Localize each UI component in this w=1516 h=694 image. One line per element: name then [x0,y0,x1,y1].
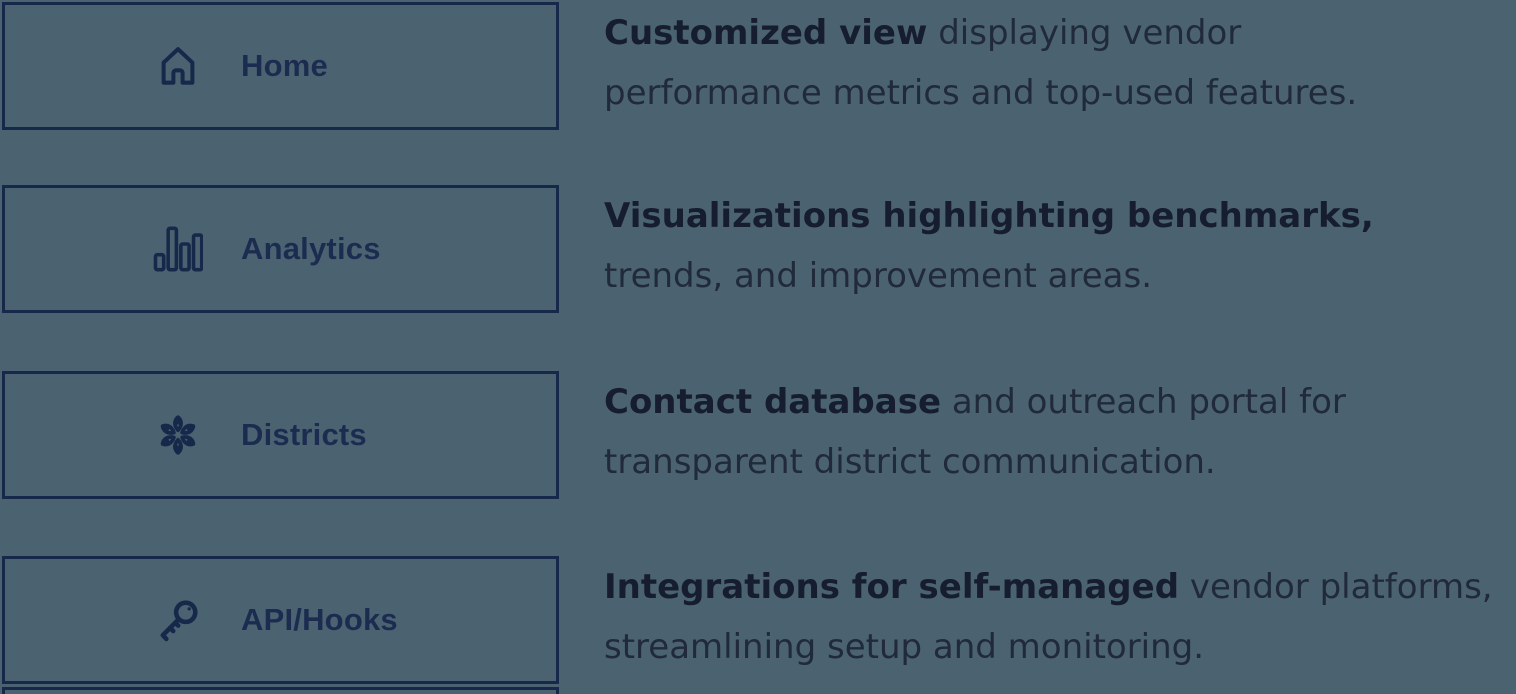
key-icon [151,593,205,647]
description-bold-text: Visualizations highlighting benchmarks, [604,196,1374,236]
description-text-line2: trends, and improvement areas. [604,256,1153,296]
feature-row-analytics: Analytics Visualizations highlighting be… [0,185,1516,313]
description-text: vendor platforms, [1179,567,1493,607]
description-text: displaying vendor [927,13,1242,53]
bar-chart-icon [151,222,205,276]
feature-description: Customized view displaying vendor perfor… [604,3,1504,123]
feature-row-api-hooks: API/Hooks Integrations for self-managed … [0,556,1516,684]
sidebar-item-home[interactable]: Home [2,2,559,130]
sidebar-item-api-hooks[interactable]: API/Hooks [2,556,559,684]
description-text-line2: streamlining setup and monitoring. [604,627,1205,667]
home-icon [151,39,205,93]
feature-row-home: Home Customized view displaying vendor p… [0,2,1516,130]
sidebar-item-label: Analytics [241,231,381,266]
description-text-line2: performance metrics and top-used feature… [604,73,1358,113]
sidebar-item-label: Home [241,48,328,83]
sidebar-item-cutoff[interactable] [2,687,559,694]
sidebar-item-label: API/Hooks [241,602,398,637]
flower-cluster-icon [151,408,205,462]
description-bold-text: Contact database [604,382,942,422]
sidebar-item-label: Districts [241,417,367,452]
sidebar-item-districts[interactable]: Districts [2,371,559,499]
feature-row-districts: Districts Contact database and outreach … [0,371,1516,499]
description-text: and outreach portal for [941,382,1346,422]
description-text-line2: transparent district communication. [604,442,1216,482]
feature-description: Visualizations highlighting benchmarks, … [604,186,1504,306]
feature-description: Contact database and outreach portal for… [604,372,1504,492]
feature-description: Integrations for self-managed vendor pla… [604,557,1504,677]
description-bold-text: Customized view [604,13,928,53]
description-bold-text: Integrations for self-managed [604,567,1180,607]
sidebar-item-analytics[interactable]: Analytics [2,185,559,313]
